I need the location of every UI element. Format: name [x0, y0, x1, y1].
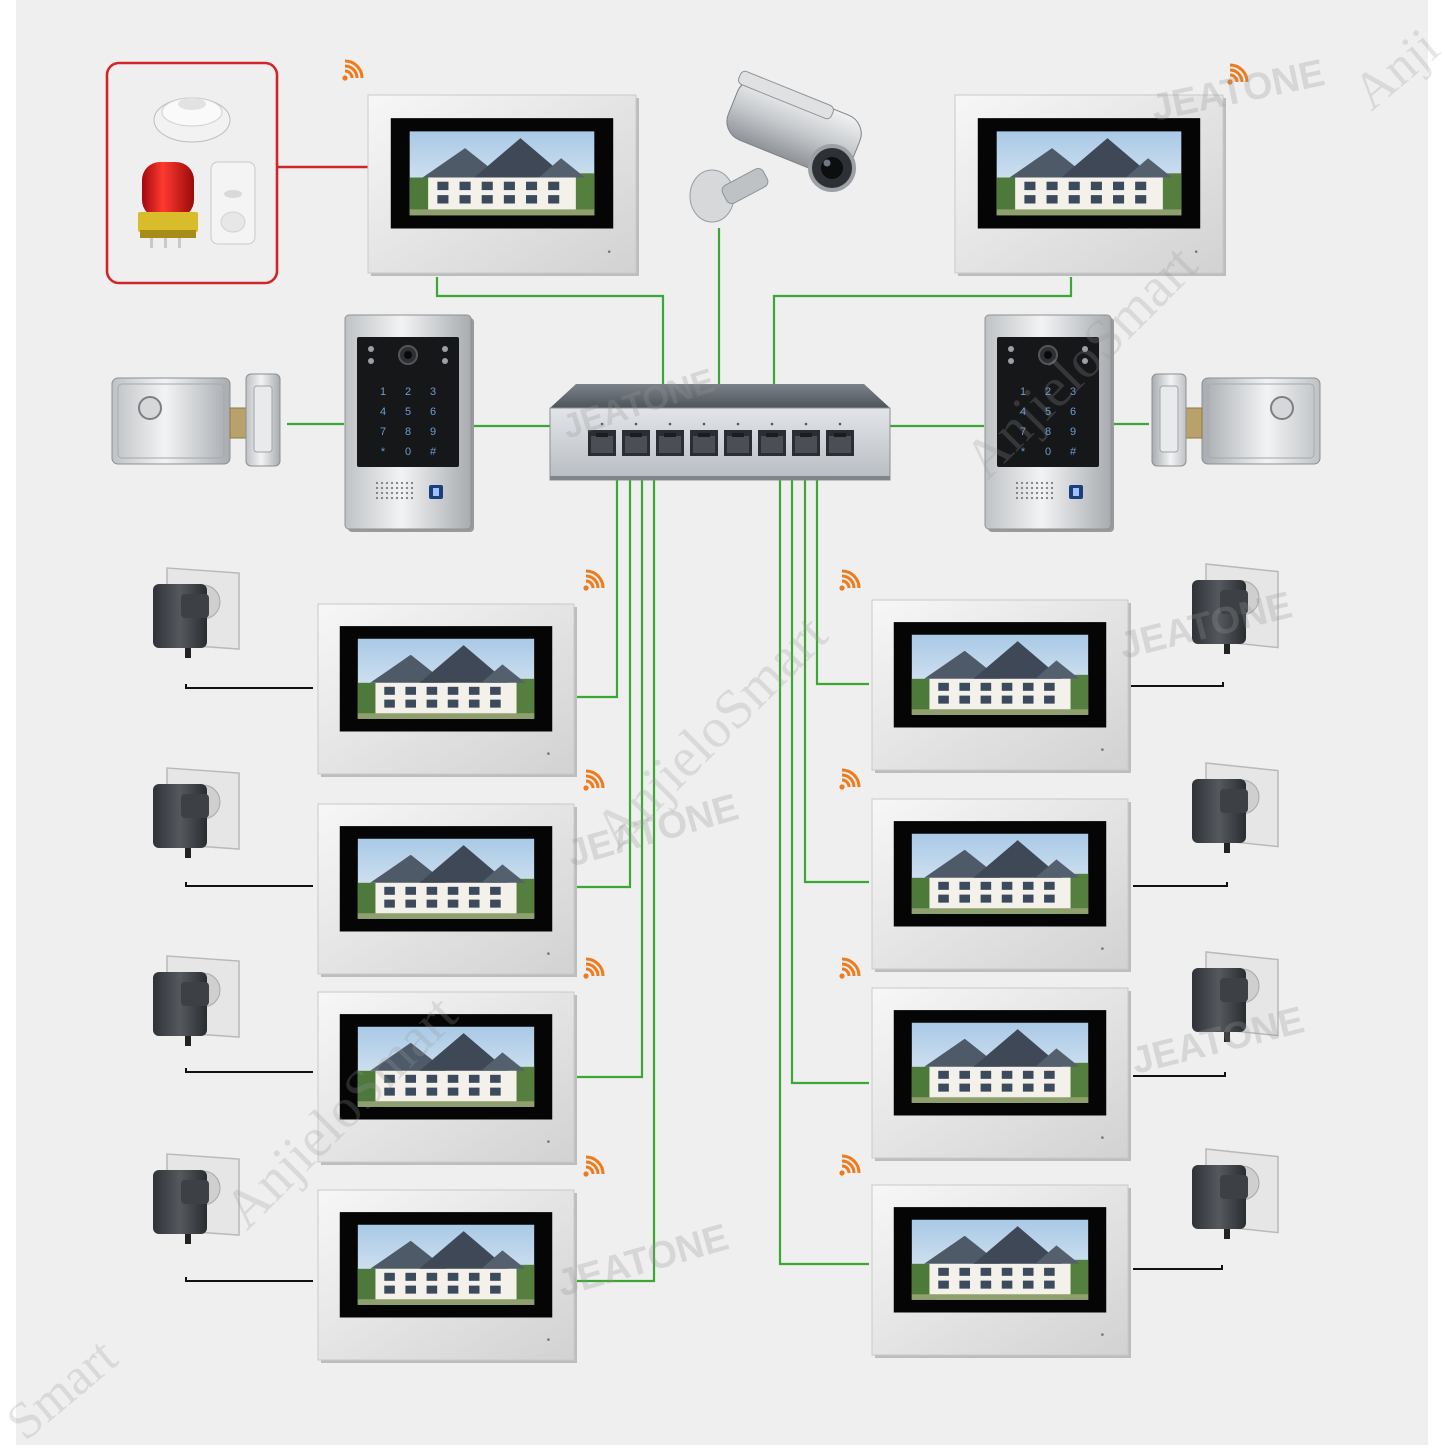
link-right-monitor-2 [803, 480, 869, 884]
strobe-siren-icon [138, 162, 198, 248]
power-cable-right-4 [1133, 1265, 1223, 1270]
keypad-key: 9 [430, 426, 436, 438]
link-top-left-monitor [435, 277, 665, 386]
electric-lock-left [111, 373, 281, 467]
monitor-left-4 [317, 1189, 577, 1363]
monitor-right-1 [871, 599, 1131, 773]
door-station-left: 1 2 3 4 5 6 7 8 9 * 0 # [344, 314, 474, 532]
wifi-icon-left-4 [583, 1155, 605, 1177]
motion-detector-icon [210, 161, 256, 245]
monitor-top-right [954, 94, 1226, 276]
keypad-key: 6 [1070, 406, 1076, 418]
wifi-icon-top-left [342, 59, 364, 81]
keypad-key: 2 [1045, 386, 1051, 398]
cctv-camera [689, 70, 862, 223]
link-left-monitor-1 [577, 480, 619, 699]
keypad-key: 7 [380, 426, 386, 438]
monitor-left-3-screen [357, 1026, 535, 1107]
keypad-key: # [430, 446, 437, 458]
power-adapter-left-4 [153, 1153, 240, 1244]
power-adapter-left-1 [153, 567, 240, 658]
monitor-left-3 [317, 991, 577, 1165]
keypad-key: 8 [405, 426, 411, 438]
wifi-icon-left-1 [583, 569, 605, 591]
monitor-right-1-screen [911, 634, 1089, 715]
keypad-key: 4 [380, 406, 386, 418]
wifi-icon-right-1 [839, 569, 861, 591]
keypad-key: 2 [405, 386, 411, 398]
monitor-top-right-screen [996, 131, 1182, 216]
power-cable-right-2 [1133, 882, 1228, 887]
keypad-key: * [381, 446, 386, 458]
monitor-left-1 [317, 603, 577, 777]
wifi-icon-right-3 [839, 957, 861, 979]
power-cable-right-3 [1133, 1072, 1226, 1077]
wifi-icon-right-2 [839, 768, 861, 790]
electric-lock-right [1151, 373, 1321, 467]
keypad-key: 5 [405, 406, 411, 418]
wifi-icon-right-4 [839, 1154, 861, 1176]
monitor-left-2-screen [357, 838, 535, 919]
monitor-right-2-screen [911, 833, 1089, 914]
power-cable-left-3 [185, 1068, 313, 1073]
poe-network-switch [549, 384, 891, 481]
alarm-sensor-group [105, 61, 279, 285]
power-cable-left-2 [185, 882, 313, 887]
link-right-monitor-1 [815, 480, 869, 686]
monitor-left-4-screen [357, 1224, 535, 1305]
power-cable-left-4 [185, 1277, 313, 1282]
link-top-right-monitor [772, 277, 1073, 386]
monitor-top-left [367, 94, 639, 276]
keypad-key: 7 [1020, 426, 1026, 438]
keypad-key: 5 [1045, 406, 1051, 418]
power-adapter-right-1 [1192, 563, 1279, 654]
monitor-right-3 [871, 987, 1131, 1161]
monitor-right-4 [871, 1184, 1131, 1358]
keypad-key: 9 [1070, 426, 1076, 438]
keypad-key: 8 [1045, 426, 1051, 438]
keypad-key: 0 [405, 446, 411, 458]
power-adapter-right-3 [1192, 951, 1279, 1042]
keypad-key: 3 [1070, 386, 1076, 398]
smoke-detector-icon [153, 97, 231, 143]
monitor-top-left-screen [409, 131, 595, 216]
link-left-monitor-3 [577, 480, 644, 1079]
monitor-right-4-screen [911, 1219, 1089, 1300]
power-adapter-left-2 [153, 767, 240, 858]
power-cable-right-1 [1130, 682, 1224, 687]
monitor-left-2 [317, 803, 577, 977]
keypad-key: 1 [1020, 386, 1026, 398]
monitor-right-3-screen [911, 1022, 1089, 1103]
monitor-right-2 [871, 798, 1131, 972]
keypad-key: 0 [1045, 446, 1051, 458]
link-left-monitor-4 [577, 480, 656, 1283]
link-right-monitor-4 [778, 480, 869, 1266]
link-right-monitor-3 [790, 480, 869, 1085]
wifi-icon-top-right [1227, 63, 1249, 85]
power-adapter-right-2 [1192, 762, 1279, 853]
link-left-monitor-2 [577, 480, 632, 889]
power-adapter-left-3 [153, 955, 240, 1046]
door-station-right: 1 2 3 4 5 6 7 8 9 * 0 # [984, 314, 1114, 532]
keypad-key: 1 [380, 386, 386, 398]
monitor-left-1-screen [357, 638, 535, 719]
keypad-key: 3 [430, 386, 436, 398]
keypad-key: * [1021, 446, 1026, 458]
keypad-key: # [1070, 446, 1077, 458]
power-cable-left-1 [185, 684, 313, 689]
wifi-icon-left-2 [583, 769, 605, 791]
keypad-key: 4 [1020, 406, 1026, 418]
keypad-key: 6 [430, 406, 436, 418]
wifi-icon-left-3 [583, 957, 605, 979]
devices-layer: 1 2 3 4 5 6 7 8 9 * 0 #1 2 3 4 5 6 7 8 9 * 0 # [105, 59, 1321, 1363]
network-links [185, 165, 1228, 1283]
power-adapter-right-4 [1192, 1148, 1279, 1239]
